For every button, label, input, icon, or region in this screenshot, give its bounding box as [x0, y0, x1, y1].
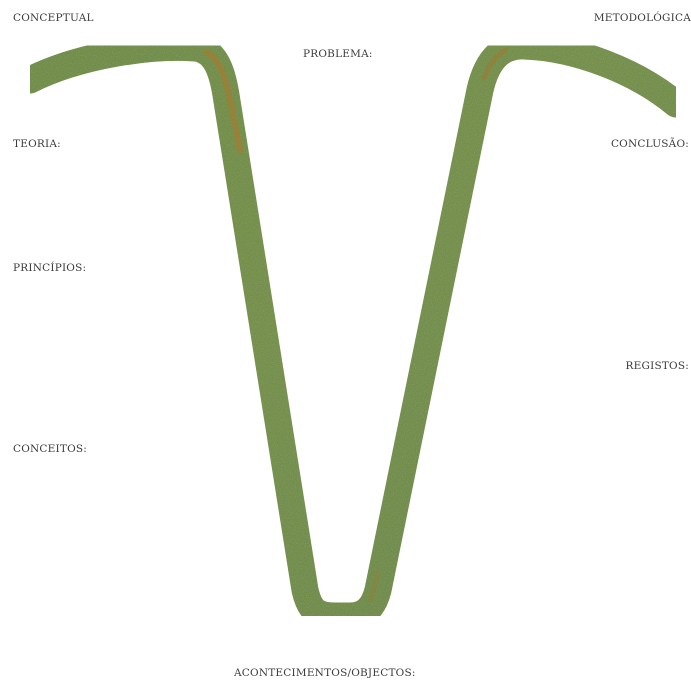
- label-acontecimentos-objectos: ACONTECIMENTOS/OBJECTOS:: [234, 667, 416, 679]
- label-teoria: TEORIA:: [13, 138, 61, 150]
- label-conceitos: CONCEITOS:: [13, 443, 87, 455]
- label-principios: PRINCÍPIOS:: [13, 262, 86, 274]
- vee-stroke: [30, 46, 676, 616]
- label-conclusao: CONCLUSÃO:: [611, 138, 689, 150]
- label-conceptual: CONCEPTUAL: [13, 12, 94, 24]
- label-registos: REGISTOS:: [626, 360, 689, 372]
- label-metodologica: METODOLÓGICA: [594, 12, 691, 24]
- label-problema: PROBLEMA:: [303, 48, 373, 60]
